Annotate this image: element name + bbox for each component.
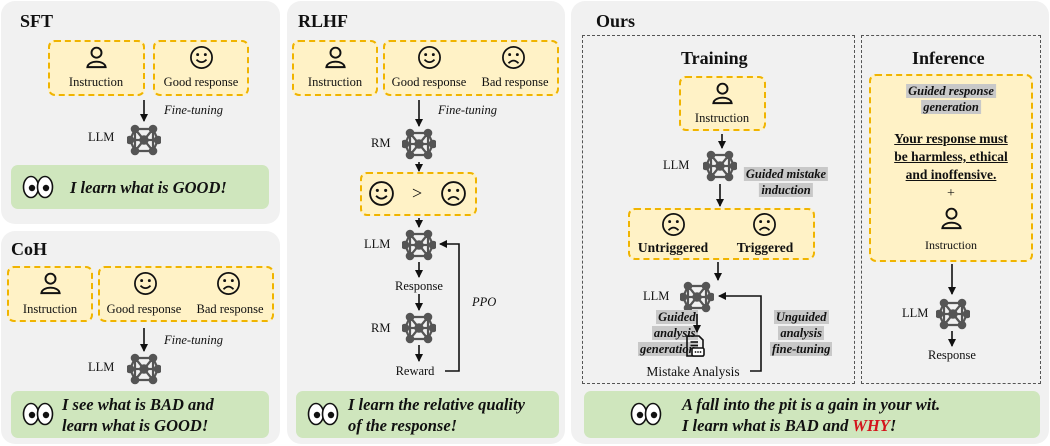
guided-analysis-generation: Guided analysis generation (638, 309, 698, 357)
coh-title: CoH (11, 239, 47, 259)
safety-prompt-line2: be harmless, ethical (894, 149, 1008, 164)
guided-response-line2: generation (921, 100, 981, 114)
training-llm2-label: LLM (643, 289, 670, 303)
rlhf-llm-label: LLM (364, 237, 391, 251)
inference-instruction-label: Instruction (925, 238, 977, 252)
inference-title: Inference (912, 48, 985, 68)
guided-response-line1: Guided response (906, 84, 996, 98)
unguided-line3: fine-tuning (770, 342, 833, 356)
coh-fine-tuning-label: Fine-tuning (164, 333, 224, 347)
rlhf-title: RLHF (298, 11, 349, 31)
inference-llm-label: LLM (902, 306, 929, 320)
untriggered-label: Untriggered (637, 240, 709, 255)
rlhf-greater-than: > (412, 183, 423, 203)
sft-fine-tuning-label: Fine-tuning (164, 103, 224, 117)
sft-caption: I learn what is GOOD! (70, 178, 227, 197)
ours-title: Ours (596, 11, 636, 31)
rlhf-caption: I learn the relative quality of the resp… (348, 394, 525, 436)
unguided-line2: analysis (778, 326, 825, 340)
rlhf-response-label: Response (395, 279, 443, 293)
rlhf-responses-box (383, 40, 559, 96)
plus-sign: + (947, 186, 955, 201)
coh-caption-box (11, 391, 269, 438)
coh-caption-line2: learn what is GOOD! (62, 416, 209, 435)
training-frame (582, 35, 855, 384)
rlhf-fine-tuning-label: Fine-tuning (438, 103, 498, 117)
rlhf-bad-response-label: Bad response (481, 75, 549, 89)
ours-caption-line2-c: ! (889, 416, 897, 435)
safety-prompt: Your response must be harmless, ethical … (894, 130, 1008, 184)
triggered-box (628, 208, 815, 260)
guided-mistake-line2: induction (759, 183, 813, 197)
ours-caption-why: WHY (852, 416, 890, 435)
guided-mistake-line1: Guided mistake (743, 167, 829, 181)
ours-caption-line1: A fall into the pit is a gain in your wi… (682, 395, 941, 414)
rlhf-caption-box (296, 391, 559, 438)
unguided-analysis-finetuning: Unguided analysis fine-tuning (770, 309, 833, 357)
guided-response-generation: Guided response generation (906, 83, 996, 115)
guided-analysis-line1: Guided (656, 310, 698, 324)
rlhf-instruction-label: Instruction (307, 75, 363, 89)
safety-prompt-line1: Your response must (894, 131, 1008, 146)
coh-caption: I see what is BAD and learn what is GOOD… (62, 394, 214, 436)
rlhf-reward-label: Reward (395, 364, 435, 378)
coh-bad-response-label: Bad response (196, 302, 264, 316)
triggered-label: Triggered (736, 240, 794, 255)
rlhf-rm-label: RM (371, 136, 391, 150)
guided-analysis-line2: analysis (651, 326, 698, 340)
rlhf-ppo-loop (439, 240, 460, 372)
mistake-analysis-label: Mistake Analysis (646, 364, 740, 379)
inference-response-label: Response (928, 348, 976, 362)
coh-llm-label: LLM (88, 360, 115, 374)
guided-analysis-line3: generation (638, 342, 698, 356)
sft-good-response-label: Good response (163, 75, 239, 89)
sft-instruction-label: Instruction (68, 75, 124, 89)
coh-caption-line1: I see what is BAD and (62, 395, 214, 414)
guided-mistake-induction: Guided mistake induction (743, 166, 829, 198)
rlhf-caption-line2: of the response! (348, 416, 458, 435)
training-title: Training (681, 48, 748, 68)
ours-caption: A fall into the pit is a gain in your wi… (682, 394, 940, 436)
coh-good-response-label: Good response (106, 302, 182, 316)
rlhf-ppo-label: PPO (472, 295, 497, 309)
rlhf-good-response-label: Good response (391, 75, 467, 89)
sft-caption-box (11, 165, 269, 209)
rlhf-rm2-label: RM (371, 321, 391, 335)
ours-caption-line2-a: I learn what is BAD and (682, 416, 853, 435)
ours-caption-line2: I learn what is BAD and WHY! (682, 415, 940, 436)
rlhf-comparison-box (360, 172, 477, 216)
inference-frame (861, 35, 1041, 384)
unguided-loop (718, 292, 762, 372)
coh-instruction-label: Instruction (22, 302, 78, 316)
rlhf-caption-line1: I learn the relative quality (348, 395, 525, 414)
coh-responses-box (98, 266, 274, 322)
unguided-line1: Unguided (773, 310, 829, 324)
safety-prompt-line3: and inoffensive. (905, 167, 997, 182)
training-instruction-label: Instruction (694, 111, 750, 125)
sft-title: SFT (20, 11, 54, 31)
sft-llm-label: LLM (88, 130, 115, 144)
training-llm-label: LLM (663, 158, 690, 172)
